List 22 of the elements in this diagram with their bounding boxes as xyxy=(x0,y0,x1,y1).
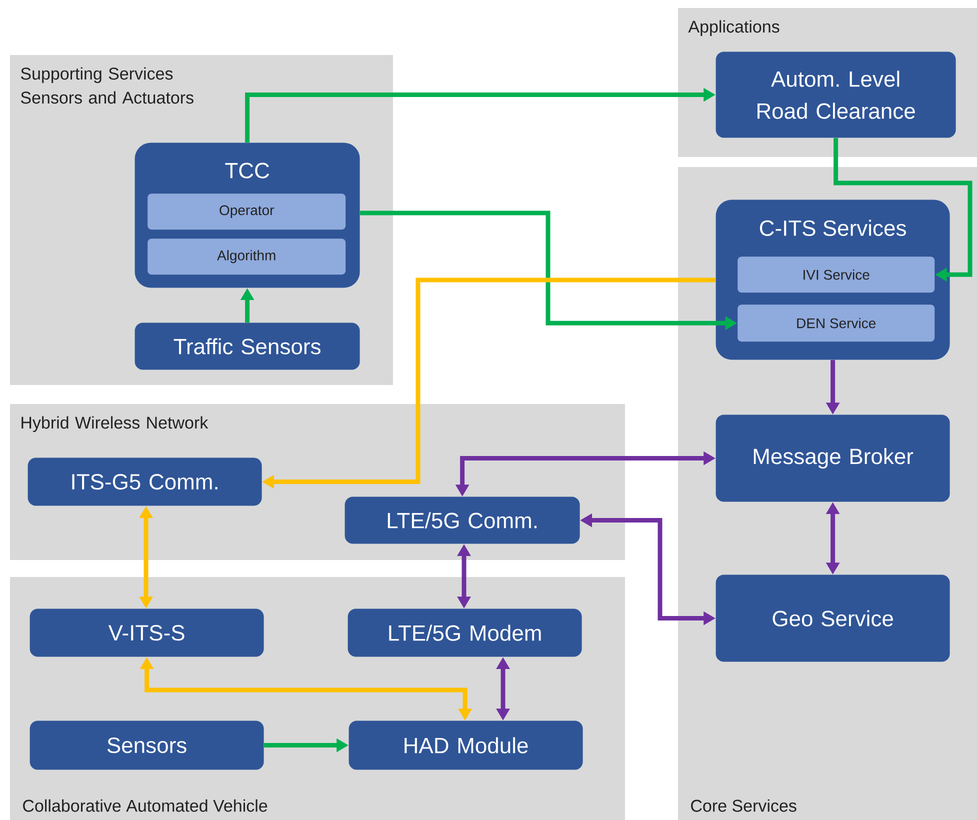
process-box: LTE/5G Comm. xyxy=(344,496,580,544)
section-heading: Applications xyxy=(688,20,780,36)
process-box: Geo Service xyxy=(716,574,950,662)
sub-box: DEN Service xyxy=(738,304,935,342)
process-box: Autom. Level Road Clearance xyxy=(716,52,956,138)
sub-box: IVI Service xyxy=(738,256,935,293)
process-box: V-ITS-S xyxy=(30,608,264,657)
section-heading: Collaborative Automated Vehicle xyxy=(23,799,268,812)
sub-box: Operator xyxy=(148,194,346,230)
arrow xyxy=(834,138,972,282)
section-heading: Core Services xyxy=(691,799,796,812)
sub-box: Algorithm xyxy=(148,238,346,275)
process-box: Message Broker xyxy=(716,414,950,502)
section-heading: Supporting Services Sensors and Actuators xyxy=(20,67,194,104)
process-box: LTE/5G Modem xyxy=(348,608,582,657)
process-box: ITS-G5 Comm. xyxy=(28,458,262,506)
group-title: C-ITS Services xyxy=(760,220,906,236)
process-box: HAD Module xyxy=(348,720,583,770)
section-heading: Hybrid Wireless Network xyxy=(22,416,208,432)
process-box: Traffic Sensors xyxy=(134,322,360,370)
group-title: TCC xyxy=(225,162,270,178)
process-box: Sensors xyxy=(30,720,264,770)
